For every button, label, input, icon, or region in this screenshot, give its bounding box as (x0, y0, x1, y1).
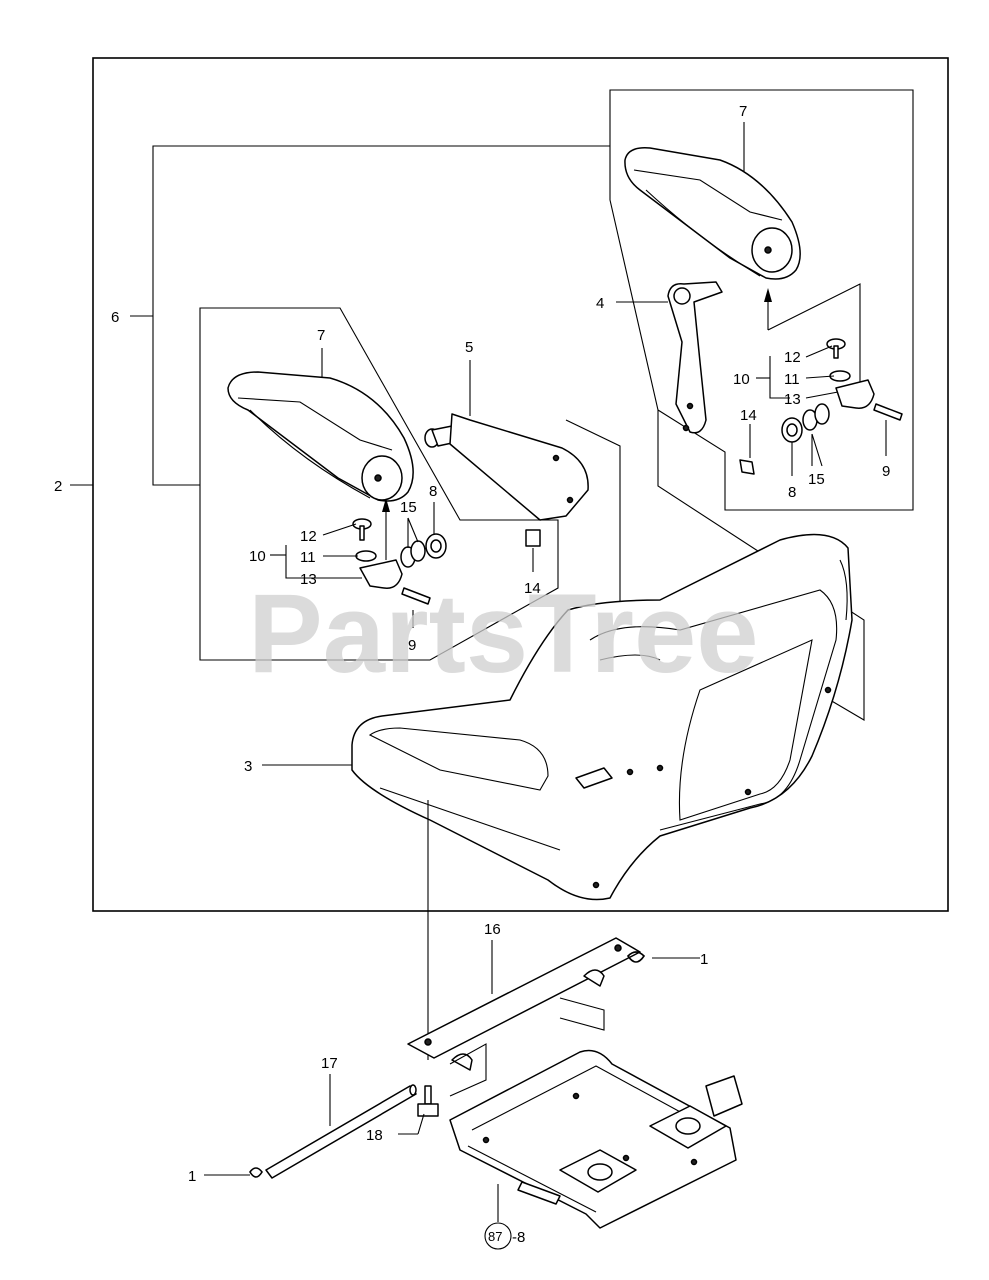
callout-14-right: 14 (740, 407, 757, 424)
seat (351, 533, 853, 901)
bracket-6 (130, 145, 610, 486)
bracket-4 (667, 281, 723, 434)
callout-7-right: 7 (739, 103, 747, 120)
callout-12-left: 12 (300, 528, 317, 545)
insertion-arrows (382, 283, 861, 560)
bracket-5 (424, 413, 589, 547)
callout-10-left: 10 (249, 548, 266, 565)
callout-1-bottom: 1 (188, 1168, 196, 1185)
callout-15-left: 15 (400, 499, 417, 516)
right-detail-box (609, 89, 914, 511)
bolt-18 (417, 1085, 439, 1117)
callout-9-left: 9 (408, 637, 416, 654)
reference-number: 87 (488, 1229, 502, 1244)
callout-11-right: 11 (784, 371, 800, 388)
callout-11-left: 11 (300, 549, 316, 566)
leader-lines (70, 122, 887, 1222)
callout-12-right: 12 (784, 349, 801, 366)
callout-4: 4 (596, 295, 604, 312)
base-frame (449, 1049, 743, 1229)
callout-labels: 2 6 3 4 5 7 7 12 10 11 13 15 8 9 14 12 1… (54, 103, 890, 1185)
watermark: PartsTree (248, 571, 759, 696)
callout-1-top: 1 (700, 951, 708, 968)
rail-16 (407, 937, 641, 1071)
right-armrest (624, 147, 801, 280)
callout-5: 5 (465, 339, 473, 356)
rail-guides (449, 997, 605, 1097)
callout-18: 18 (366, 1127, 383, 1144)
callout-13-left: 13 (300, 571, 317, 588)
callout-14-left: 14 (524, 580, 541, 597)
callout-15-right: 15 (808, 471, 825, 488)
right-hardware-cluster (739, 338, 903, 475)
left-detail-box (199, 307, 559, 661)
callout-3: 3 (244, 758, 252, 775)
left-hardware-cluster (352, 518, 447, 605)
callout-8-left: 8 (429, 483, 437, 500)
callout-10-right: 10 (733, 371, 750, 388)
callout-8-right: 8 (788, 484, 796, 501)
reference-label: 87 -8 (484, 1222, 525, 1250)
callout-7-left: 7 (317, 327, 325, 344)
callout-13-right: 13 (784, 391, 801, 408)
reference-circle (484, 1222, 512, 1250)
left-armrest (227, 371, 414, 502)
callout-6: 6 (111, 309, 119, 326)
reference-suffix: -8 (512, 1229, 525, 1246)
callout-2: 2 (54, 478, 62, 495)
rod-17 (249, 1084, 417, 1179)
callout-16: 16 (484, 921, 501, 938)
callout-9-right: 9 (882, 463, 890, 480)
callout-17: 17 (321, 1055, 338, 1072)
clip-1-top (626, 951, 646, 963)
